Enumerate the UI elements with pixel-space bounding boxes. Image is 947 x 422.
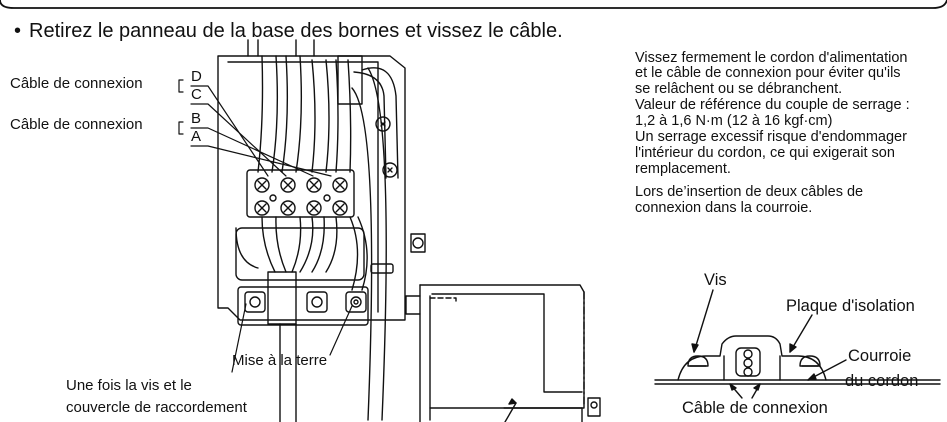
frame-bottom-edge bbox=[0, 0, 947, 9]
note-text-4: Valeur de référence du couple de serrage… bbox=[635, 97, 910, 113]
note-text-6: Un serrage excessif risque d'endommager bbox=[635, 129, 907, 145]
note-text-2: et le câble de connexion pour éviter qu'… bbox=[635, 65, 901, 81]
cable-label-bottom: Câble de connexion bbox=[10, 116, 143, 133]
note-text-5: 1,2 à 1,6 N·m (12 à 16 kgf·cm) bbox=[635, 113, 833, 129]
cord-strap-detail bbox=[654, 289, 941, 399]
letter-a: A bbox=[191, 128, 202, 145]
note-text-3: se relâchent ou se débranchent. bbox=[635, 81, 843, 97]
instruction-line: • Retirez le panneau de la base des borne… bbox=[14, 20, 563, 43]
note-text-10: connexion dans la courroie. bbox=[635, 200, 813, 216]
removed-cover bbox=[405, 284, 601, 422]
label-leaders bbox=[178, 79, 353, 373]
cable-label-top: Câble de connexion bbox=[10, 75, 143, 92]
terminal-housing bbox=[217, 55, 426, 422]
letter-d: D bbox=[191, 68, 202, 85]
note-text-7: l'intérieur du cordon, ce qui exigerait … bbox=[635, 145, 895, 161]
cord-strap-label-2: du cordon bbox=[845, 372, 919, 390]
terminal-screws bbox=[254, 177, 348, 216]
letter-c: C bbox=[191, 86, 202, 103]
bullet-icon: • bbox=[14, 20, 22, 42]
caption-line-2: couvercle de raccordement bbox=[66, 399, 247, 416]
note-text-9: Lors de’insertion de deux câbles de bbox=[635, 184, 864, 200]
caption-line-1: Une fois la vis et le bbox=[66, 377, 192, 394]
connection-cable-label: Câble de connexion bbox=[682, 399, 828, 417]
cord-strap-label-1: Courroie bbox=[848, 347, 912, 365]
mount-screws bbox=[244, 116, 424, 313]
instruction-text: Retirez le panneau de la base des bornes… bbox=[29, 20, 563, 42]
note-text-8: remplacement. bbox=[635, 161, 731, 177]
letter-b: B bbox=[191, 110, 202, 127]
cables bbox=[235, 39, 399, 421]
screw-label: Vis bbox=[704, 271, 727, 289]
insulation-plate-label: Plaque d'isolation bbox=[786, 297, 915, 315]
note-text-1: Vissez fermement le cordon d'alimentatio… bbox=[635, 50, 908, 66]
